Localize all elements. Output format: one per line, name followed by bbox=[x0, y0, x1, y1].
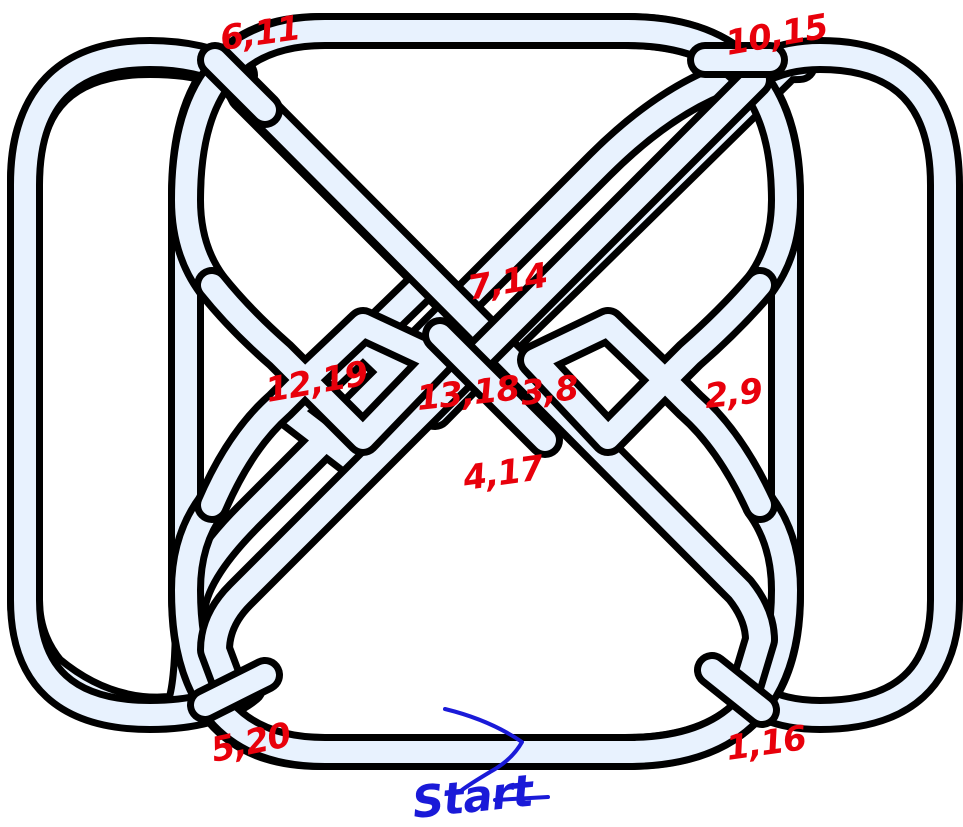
crossing-label-2-9: 2,9 bbox=[703, 371, 764, 417]
crossing-label-4-17: 4,17 bbox=[460, 448, 547, 499]
crossing-label-3-8: 3,8 bbox=[519, 368, 580, 414]
start-label: Start bbox=[410, 765, 538, 827]
